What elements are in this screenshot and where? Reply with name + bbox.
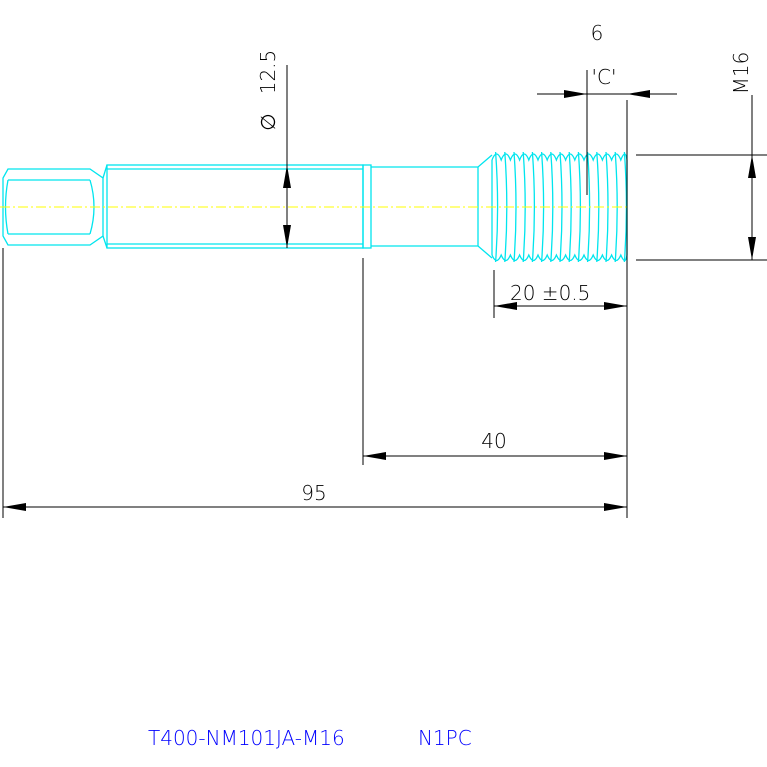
dim-6: 6 [591, 21, 604, 45]
thread-line [494, 151, 499, 263]
dim-m16: M16 [729, 52, 753, 95]
dimension-lines [2, 65, 767, 518]
thread-crest [491, 153, 628, 162]
dim-95: 95 [301, 481, 326, 505]
thread-line [568, 151, 572, 263]
dim-diameter-symbol: ∅ [256, 113, 280, 130]
arrowheads [3, 90, 756, 511]
thread-line [550, 151, 554, 263]
quantity: N1PC [418, 726, 472, 750]
part-number: T400-NM101JA-M16 [148, 726, 345, 750]
dim-diameter-value: 12.5 [256, 50, 280, 95]
thread-line [531, 151, 536, 263]
dim-40: 40 [481, 429, 506, 453]
thread-line [513, 151, 517, 263]
part-outline [2, 151, 628, 263]
thread-crest [491, 253, 628, 262]
hex-head [2, 168, 104, 246]
dim-c-label: 'C' [592, 65, 617, 89]
dim-20: 20 ±0.5 [510, 281, 590, 305]
